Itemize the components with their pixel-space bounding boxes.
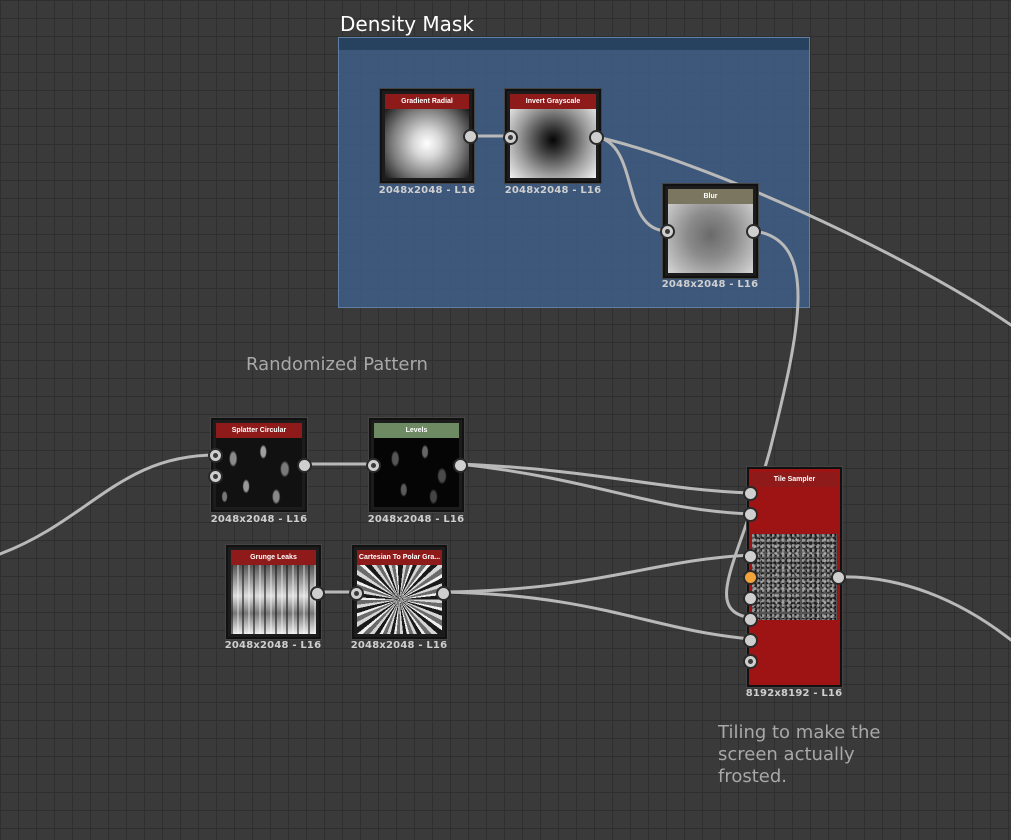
- node-caption: 2048x2048 - L16: [367, 514, 465, 525]
- node-grunge-leaks[interactable]: Grunge Leaks: [226, 545, 321, 639]
- thumbnail-invert-grayscale: [510, 109, 596, 178]
- node-caption: 2048x2048 - L16: [350, 640, 448, 651]
- thumbnail-splatter-circular: [216, 438, 302, 507]
- wire-cartesian-to-tile-1: [441, 553, 753, 594]
- tile-sampler-input-pin[interactable]: [743, 612, 758, 627]
- node-caption: 8192x8192 - L16: [745, 688, 843, 699]
- thumbnail-levels: [374, 438, 459, 507]
- wire-offscreen-to-splatter: [0, 453, 218, 556]
- wire-levels-to-tile-1: [458, 462, 753, 495]
- input-pin[interactable]: [208, 448, 223, 463]
- node-cartesian-to-polar[interactable]: Cartesian To Polar Gra...: [352, 545, 447, 639]
- input-pin[interactable]: [349, 586, 364, 601]
- node-blur[interactable]: Blur: [663, 184, 758, 278]
- tile-sampler-input-pin[interactable]: [743, 549, 758, 564]
- frame-header-bar[interactable]: [339, 38, 809, 50]
- node-caption: 2048x2048 - L16: [224, 640, 322, 651]
- thumbnail-grunge-leaks: [231, 565, 316, 634]
- node-caption: 2048x2048 - L16: [378, 185, 476, 196]
- node-caption: 2048x2048 - L16: [504, 185, 602, 196]
- thumbnail-cartesian-to-polar: [357, 565, 442, 634]
- node-title: Invert Grayscale: [510, 94, 596, 109]
- input-pin[interactable]: [208, 469, 223, 484]
- node-caption: 2048x2048 - L16: [210, 514, 308, 525]
- node-title: Blur: [668, 189, 753, 204]
- input-pin[interactable]: [660, 224, 675, 239]
- output-pin[interactable]: [746, 224, 761, 239]
- node-invert-grayscale[interactable]: Invert Grayscale: [505, 89, 601, 183]
- node-title: Cartesian To Polar Gra...: [357, 550, 442, 565]
- wire-cartesian-to-tile-2: [441, 590, 753, 641]
- input-pin[interactable]: [366, 458, 381, 473]
- node-levels[interactable]: Levels: [369, 418, 464, 512]
- wire-levels-to-tile-2: [458, 462, 753, 516]
- node-title: Gradient Radial: [385, 94, 469, 109]
- output-pin[interactable]: [310, 586, 325, 601]
- thumbnail-blur: [668, 204, 753, 273]
- tile-sampler-input-pin[interactable]: [743, 486, 758, 501]
- node-title: Tile Sampler: [752, 472, 837, 487]
- thumbnail-tile-sampler: [752, 534, 837, 620]
- output-pin[interactable]: [453, 458, 468, 473]
- node-caption: 2048x2048 - L16: [661, 279, 759, 290]
- tile-sampler-input-pin[interactable]: [743, 654, 758, 669]
- node-title: Levels: [374, 423, 459, 438]
- tile-sampler-output-pin[interactable]: [831, 570, 846, 585]
- comment-tiling[interactable]: Tiling to make the screen actually frost…: [718, 722, 881, 787]
- node-splatter-circular[interactable]: Splatter Circular: [211, 418, 307, 512]
- output-pin[interactable]: [589, 130, 604, 145]
- node-title: Grunge Leaks: [231, 550, 316, 565]
- node-title: Splatter Circular: [216, 423, 302, 438]
- node-gradient-radial[interactable]: Gradient Radial: [380, 89, 474, 183]
- tile-sampler-active-pin[interactable]: [743, 570, 758, 585]
- output-pin[interactable]: [436, 586, 451, 601]
- output-pin[interactable]: [463, 129, 478, 144]
- thumbnail-gradient-radial: [385, 109, 469, 178]
- output-pin[interactable]: [297, 458, 312, 473]
- tile-sampler-input-pin[interactable]: [743, 507, 758, 522]
- wire-tile-to-offscreen: [836, 575, 1011, 642]
- node-tile-sampler[interactable]: Tile Sampler: [747, 467, 842, 687]
- tile-sampler-input-pin[interactable]: [743, 633, 758, 648]
- comment-randomized-pattern[interactable]: Randomized Pattern: [246, 354, 428, 375]
- frame-title: Density Mask: [340, 12, 474, 36]
- input-pin[interactable]: [503, 130, 518, 145]
- tile-sampler-input-pin[interactable]: [743, 591, 758, 606]
